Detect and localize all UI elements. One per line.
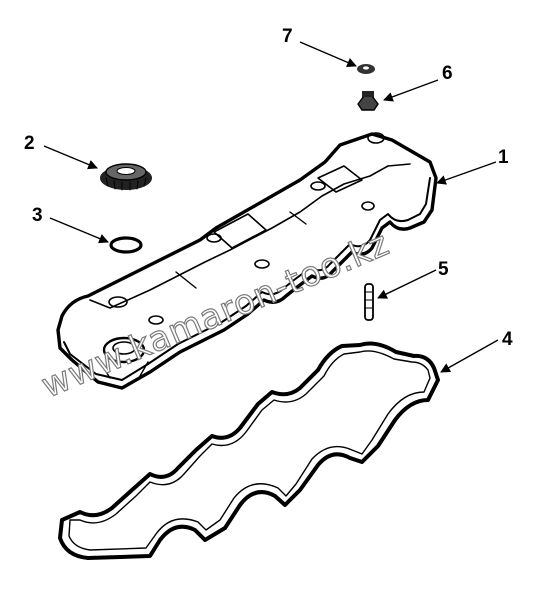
callout-2: 2: [24, 133, 35, 154]
arrow-1: [436, 161, 497, 185]
arrow-7: [299, 41, 357, 68]
callout-1: 1: [498, 147, 509, 168]
callout-7: 7: [282, 26, 293, 47]
callout-labels: 1 2 3 4 5 6 7: [24, 26, 513, 350]
arrow-4: [440, 339, 499, 373]
callout-5: 5: [438, 259, 449, 280]
arrow-5: [377, 269, 437, 299]
leader-arrows: [43, 41, 499, 373]
callout-6: 6: [442, 63, 453, 84]
watermark-text: www.kamaron-too.kz: [36, 224, 395, 407]
arrow-6: [383, 79, 439, 102]
washer-part: [357, 64, 375, 74]
gasket-part: [58, 341, 440, 560]
callout-3: 3: [32, 205, 43, 226]
arrow-2: [43, 145, 98, 170]
arrow-3: [49, 217, 109, 244]
oil-filler-cap-part: [100, 163, 152, 191]
o-ring-part: [109, 236, 143, 254]
stud-part: [364, 283, 374, 321]
valve-cover-part: [56, 132, 438, 390]
nut-part: [357, 91, 379, 111]
callout-4: 4: [502, 329, 513, 350]
